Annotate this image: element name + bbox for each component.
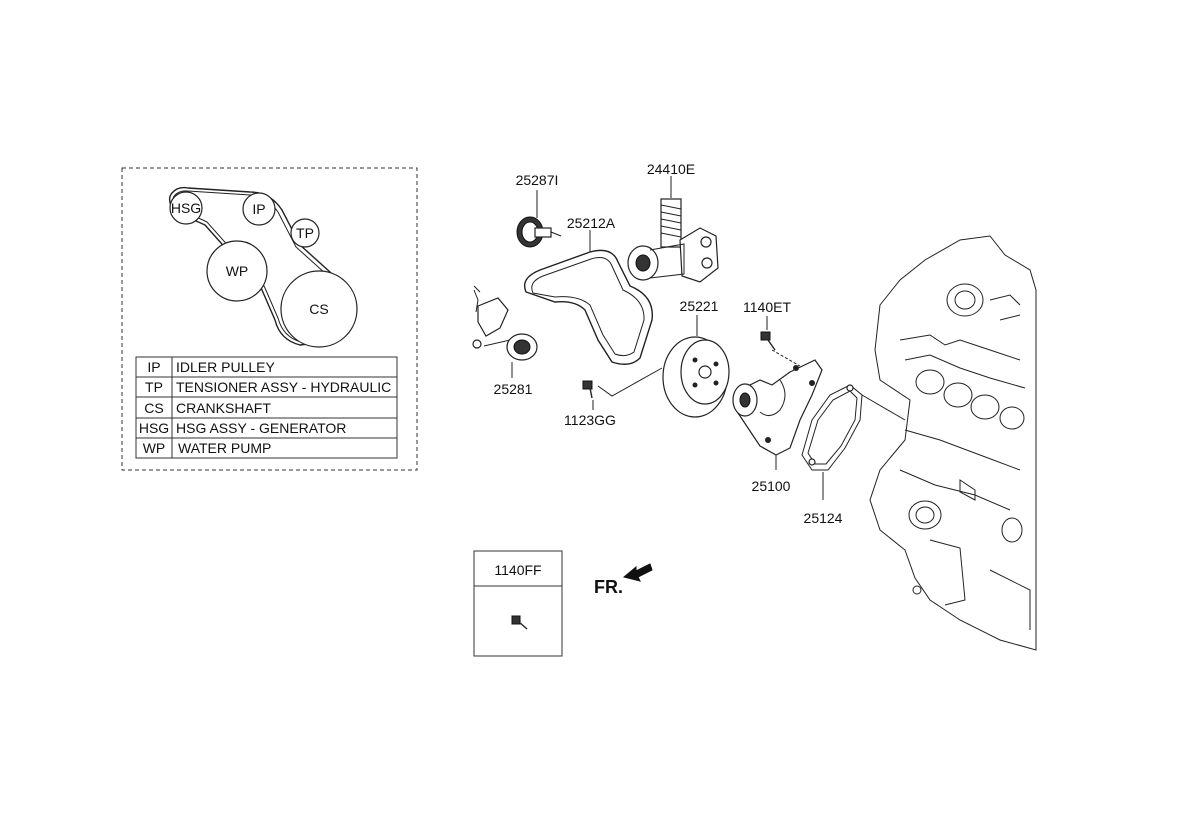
drive-belt-25212a	[523, 230, 654, 365]
pulley-cs	[280, 270, 358, 348]
pulley-ip-label: IP	[252, 201, 265, 217]
pulley-tp-label: TP	[296, 225, 314, 241]
bolt-1140et	[760, 316, 801, 367]
callout-1123gg[interactable]: 1123GG	[564, 412, 616, 428]
legend-desc-wp: WATER PUMP	[178, 440, 271, 456]
pulley-hsg	[169, 191, 203, 225]
tensioner-pulley-25281	[472, 285, 538, 378]
pulley-cs-label: CS	[309, 301, 328, 317]
callout-25124[interactable]: 25124	[804, 510, 843, 526]
bolt-1123gg	[582, 367, 663, 410]
callout-24410e[interactable]: 24410E	[647, 161, 695, 177]
tensioner-24410e	[627, 176, 719, 283]
bolt-icon	[511, 615, 528, 630]
belt-layout-inset: HSG IP TP WP CS IP IDLER PULLEY TP TENSI…	[121, 167, 418, 471]
front-direction-indicator: FR.	[594, 563, 653, 597]
pulley-wp-label: WP	[226, 263, 249, 279]
front-arrow-icon	[622, 563, 653, 582]
pulley-ip	[242, 192, 276, 226]
front-direction-label: FR.	[594, 577, 623, 597]
gasket-25124	[801, 384, 906, 500]
legend-desc-cs: CRANKSHAFT	[176, 400, 271, 416]
pulley-tp	[290, 218, 320, 248]
callout-25281[interactable]: 25281	[494, 381, 533, 397]
callout-25212a[interactable]: 25212A	[567, 215, 616, 231]
bolt-box-1140ff: 1140FF	[473, 550, 563, 657]
pulley-wp	[206, 240, 268, 302]
legend-desc-ip: IDLER PULLEY	[176, 359, 275, 375]
legend-code-tp: TP	[145, 379, 163, 395]
callout-1140et[interactable]: 1140ET	[743, 299, 791, 315]
water-pump-25100	[732, 359, 823, 470]
engine-block	[869, 235, 1037, 651]
pulley-hsg-label: HSG	[171, 200, 201, 216]
bolt-box-part-number[interactable]: 1140FF	[494, 562, 541, 578]
legend-code-hsg: HSG	[139, 420, 169, 436]
inset-dashed-frame	[121, 167, 418, 471]
legend-code-ip: IP	[147, 359, 160, 375]
legend-desc-tp: TENSIONER ASSY - HYDRAULIC	[176, 379, 391, 395]
idler-pulley-25287i	[516, 190, 562, 248]
callout-25100[interactable]: 25100	[752, 478, 791, 494]
callout-25287i[interactable]: 25287I	[516, 172, 559, 188]
legend-desc-hsg: HSG ASSY - GENERATOR	[176, 420, 346, 436]
callout-25221[interactable]: 25221	[680, 298, 719, 314]
legend-code-cs: CS	[144, 400, 163, 416]
legend-code-wp: WP	[143, 440, 166, 456]
bolt-box-frame	[473, 550, 563, 657]
legend-table: IP IDLER PULLEY TP TENSIONER ASSY - HYDR…	[135, 356, 398, 459]
water-pump-pulley-25221	[662, 315, 730, 418]
